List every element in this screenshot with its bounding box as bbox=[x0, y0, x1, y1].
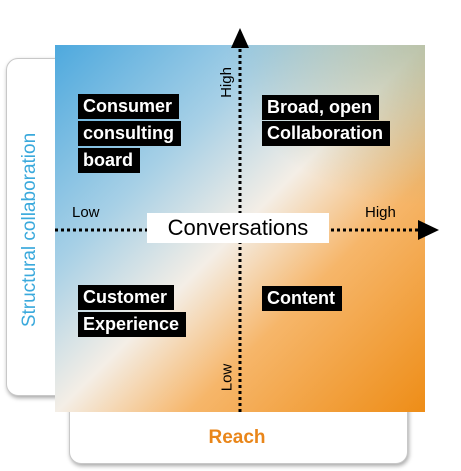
x-axis-low-label: Low bbox=[72, 204, 100, 221]
right-arrow-icon bbox=[418, 220, 439, 240]
up-arrow-icon bbox=[231, 28, 249, 48]
quadrant-label-collaboration: Collaboration bbox=[262, 121, 390, 146]
quadrant-label-customer: Customer bbox=[78, 285, 175, 310]
y-axis-low-label: Low bbox=[218, 363, 236, 392]
quadrant-label-consumer: Consumer bbox=[78, 94, 180, 119]
center-label: Conversations bbox=[147, 213, 329, 243]
quadrant-label-consulting: consulting bbox=[78, 121, 181, 146]
quadrant-label-content: Content bbox=[262, 286, 342, 311]
y-axis-high-label: High bbox=[217, 67, 235, 98]
quadrant-label-board: board bbox=[78, 148, 141, 173]
x-axis-title: Reach bbox=[208, 427, 266, 448]
quadrant-label-broad-open: Broad, open bbox=[262, 95, 380, 120]
quadrant-label-experience: Experience bbox=[78, 312, 187, 337]
x-axis-high-label: High bbox=[365, 204, 396, 221]
